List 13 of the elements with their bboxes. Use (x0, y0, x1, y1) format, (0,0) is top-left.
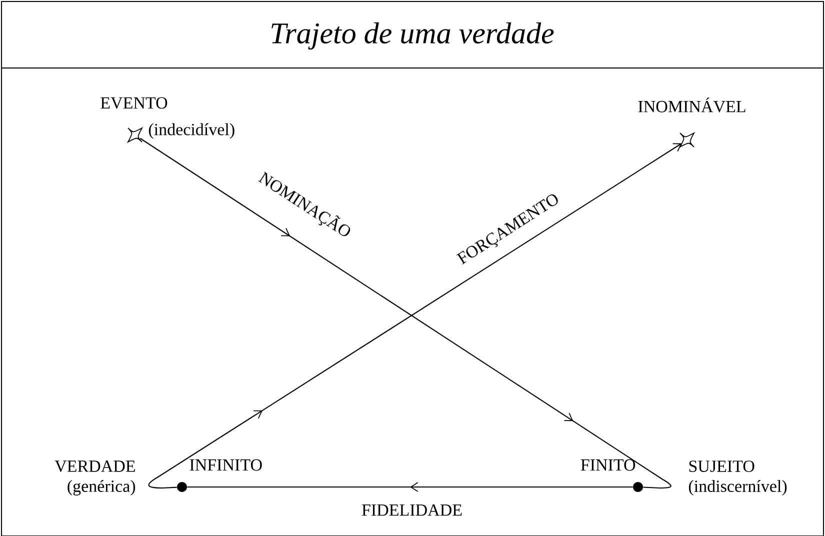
corner-label: SUJEITO (indiscernível) (688, 460, 787, 496)
dot (633, 482, 643, 492)
point-label: EVENTO (100, 97, 168, 109)
title: Trajeto de uma verdade (272, 22, 554, 50)
point-label: (indecidível) (148, 123, 234, 139)
dot (177, 482, 187, 492)
edge-label: FIDELIDADE (362, 504, 462, 516)
star-symbol (680, 132, 694, 148)
point-label: FINITO (580, 459, 636, 471)
point-label: INFINITO (190, 459, 262, 471)
star-symbol (128, 128, 142, 142)
corner-label: VERDADE (genérica) (54, 460, 136, 496)
point-label: INOMINÁVEL (638, 98, 746, 112)
